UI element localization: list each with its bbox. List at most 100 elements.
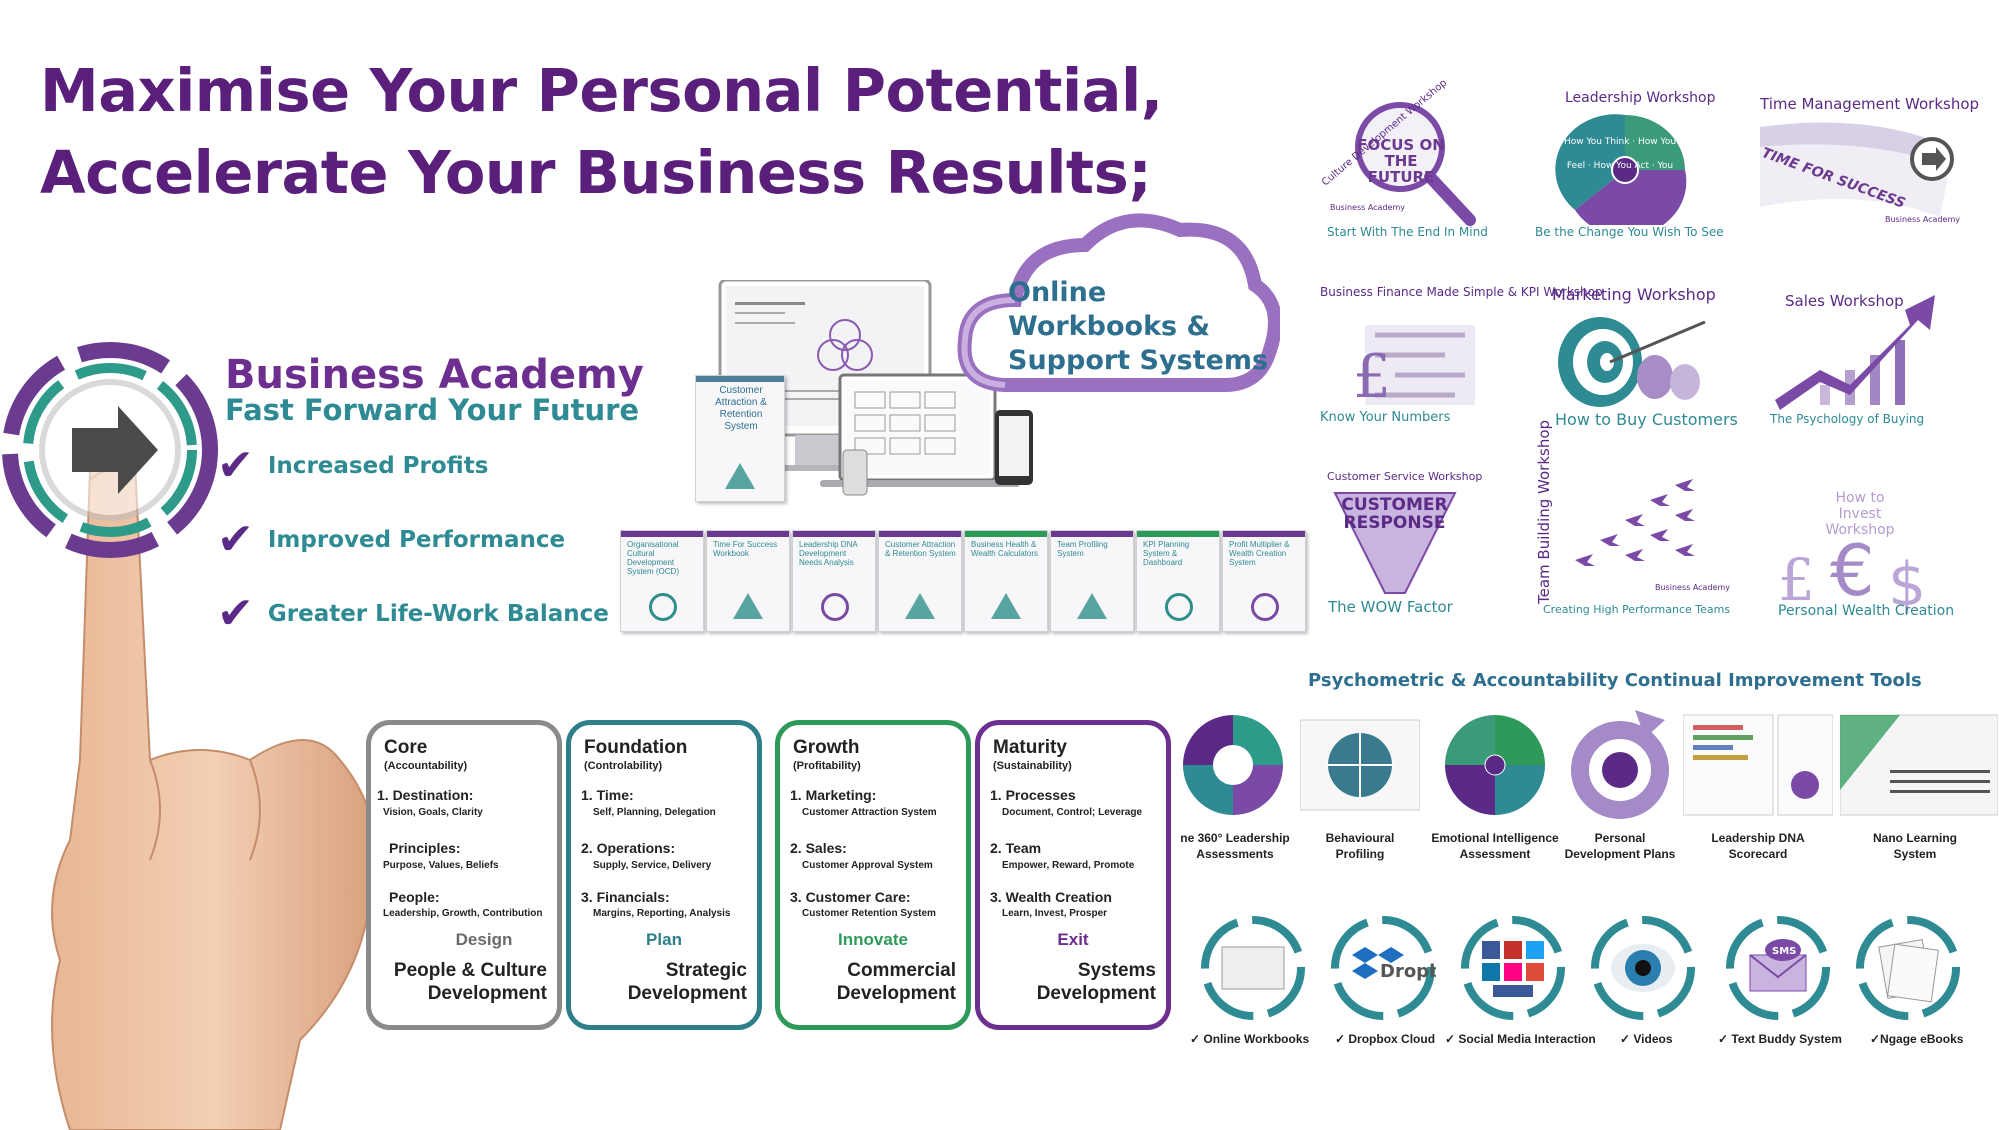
pillar-development-line: Development (627, 983, 747, 1004)
media-label: ✓ Online Workbooks (1190, 1032, 1310, 1046)
target-icon (1558, 317, 1706, 407)
workshop-tile-team-building: Team Building Workshop Business Academy … (1535, 420, 1730, 625)
workbook-cover: Time For Success Workbook (706, 530, 790, 632)
workshop-subtitle: Be the Change You Wish To See (1535, 225, 1724, 239)
workshop-subtitle: Personal Wealth Creation (1778, 603, 1955, 619)
pillar-phase: Design (455, 930, 513, 949)
workshop-tile-sales: Sales Workshop The Psychology of Buying (1770, 290, 1940, 440)
tool-label-line: Profiling (1335, 847, 1385, 861)
workshop-title: Time Management Workshop (1760, 95, 1980, 113)
pillar-development-line: Development (427, 983, 547, 1004)
tools-heading: Psychometric & Accountability Continual … (1308, 670, 1922, 691)
pointing-hand-illustration (2, 342, 377, 1130)
pillar-item-desc: Customer Attraction System (802, 807, 937, 818)
headline-line-2: Accelerate Your Business Results; (40, 138, 1152, 207)
pillar-title: Core (384, 737, 428, 758)
pillar-item-label: 1. Processes (990, 787, 1076, 803)
pillar-item-label: 2. Team (990, 840, 1042, 856)
nano-learning-icon (1840, 714, 1998, 816)
headline-line-1: Maximise Your Personal Potential, (40, 56, 1163, 125)
pillar-development-line: Strategic (665, 960, 747, 981)
pillar-item-label: 1. Marketing: (790, 787, 877, 803)
pillar-item-label: 3. Financials: (581, 889, 670, 905)
workshop-center-text: CUSTOMER RESPONSE (1341, 495, 1448, 533)
benefit-item: ✔Improved Performance (217, 518, 565, 562)
pillar-item-desc: Empower, Reward, Promote (1002, 860, 1135, 871)
pillar-item-desc: Supply, Service, Delivery (593, 860, 712, 871)
checkmark-icon: ✔ (217, 440, 254, 491)
pillar-item-label: 3. Customer Care: (790, 889, 911, 905)
ebooks-icon (1856, 916, 1960, 1020)
pillar-item-desc: Margins, Reporting, Analysis (593, 908, 731, 919)
workshop-subtitle: The Psychology of Buying (1770, 412, 1925, 426)
cloud-line-2: Workbooks & (1008, 311, 1211, 342)
pillar-development-line: People & Culture (393, 960, 547, 981)
cloud-caption: Online Workbooks & Support Systems (1008, 276, 1268, 378)
pillar-item-label: Principles: (389, 840, 461, 856)
cloud-line-3: Support Systems (1008, 345, 1269, 376)
pillar-item-desc: Vision, Goals, Clarity (383, 807, 483, 818)
pillar-title: Maturity (993, 737, 1067, 758)
finance-maze-icon: £ (1353, 325, 1475, 412)
benefit-item: ✔Increased Profits (217, 444, 489, 488)
academy-tag: Business Academy (1885, 215, 1960, 224)
workshop-title: Business Finance Made Simple & KPI Works… (1320, 285, 1603, 299)
workbook-cover: Profit Multiplier & Wealth Creation Syst… (1222, 530, 1306, 632)
pillar-title: Foundation (584, 737, 688, 758)
pillar-item-desc: Self, Planning, Delegation (593, 807, 716, 818)
workbook-title: Team Profiling System (1057, 540, 1108, 558)
svg-text:£: £ (1778, 546, 1815, 614)
video-eye-icon (1591, 916, 1695, 1020)
leadership-360-wheel-icon (1183, 715, 1283, 815)
cloud-icon (957, 213, 1280, 392)
workshop-title: Sales Workshop (1785, 292, 1904, 310)
pillar-item-desc: Document, Control; Leverage (1002, 807, 1143, 818)
workshop-title: Customer Service Workshop (1327, 470, 1483, 483)
tool-label-line: Assessments (1196, 847, 1274, 861)
benefit-label: Increased Profits (267, 453, 489, 479)
workshop-tile-time: Time Management Workshop TIME FOR SUCCES… (1760, 95, 1980, 245)
workbook-title: Profit Multiplier & Wealth Creation Syst… (1229, 540, 1290, 567)
tool-label-line: Development Plans (1564, 847, 1676, 861)
workshop-tile-marketing: Marketing Workshop How to Buy Customers (1540, 285, 1738, 435)
academy-tag: Business Academy (1655, 583, 1730, 592)
brand-subtitle: Fast Forward Your Future (225, 393, 640, 427)
workbook-cover: KPI Planning System & Dashboard (1136, 530, 1220, 632)
workshop-subtitle: How to Buy Customers (1555, 410, 1738, 429)
workshop-title: Marketing Workshop (1552, 285, 1716, 304)
pillar-subtitle: (Profitability) (793, 760, 861, 772)
workbook-cover: Team Profiling System (1050, 530, 1134, 632)
workbook-cover: Customer Attraction & Retention System (878, 530, 962, 632)
dropbox-wordmark: Dropbox (1380, 961, 1436, 982)
workshop-subtitle: Start With The End In Mind (1327, 225, 1488, 239)
workshop-subtitle: Creating High Performance Teams (1543, 603, 1731, 616)
brand-title: Business Academy (225, 352, 644, 398)
pillar-subtitle: (Accountability) (384, 760, 468, 772)
workshop-tile-customer-service: Customer Service Workshop CUSTOMER RESPO… (1325, 470, 1495, 620)
pillar-subtitle: (Controlability) (584, 760, 663, 772)
workshop-center-text: FOCUS ON THE FUTURE (1357, 136, 1445, 186)
pillar-item-desc: Purpose, Values, Beliefs (383, 860, 499, 871)
response-funnel-icon (1333, 492, 1457, 594)
benefit-item: ✔Greater Life-Work Balance (217, 592, 609, 636)
clock-arrow-icon (1760, 122, 1954, 217)
pillar-item-desc: Learn, Invest, Prosper (1002, 908, 1108, 919)
pillar-item-label: 2. Sales: (790, 840, 847, 856)
workshop-subtitle: The WOW Factor (1328, 598, 1453, 616)
checkmark-icon: ✔ (217, 514, 254, 565)
media-label: ✓ Videos (1620, 1032, 1673, 1046)
workshop-subtitle: Know Your Numbers (1320, 410, 1451, 425)
dropbox-icon: Dropbox (1331, 916, 1436, 1020)
tool-label-line: Nano Learning (1872, 831, 1957, 845)
social-media-icon (1461, 916, 1565, 1020)
benefit-label: Greater Life-Work Balance (267, 601, 609, 627)
planes-formation-icon (1575, 479, 1695, 566)
magnifier-icon (1355, 102, 1476, 226)
online-workbooks-icon (1201, 916, 1305, 1020)
checkmark-icon: ✔ (217, 588, 254, 639)
tool-label-line: Emotional Intelligence (1431, 831, 1559, 845)
scorecard-report-icon (1683, 714, 1833, 816)
